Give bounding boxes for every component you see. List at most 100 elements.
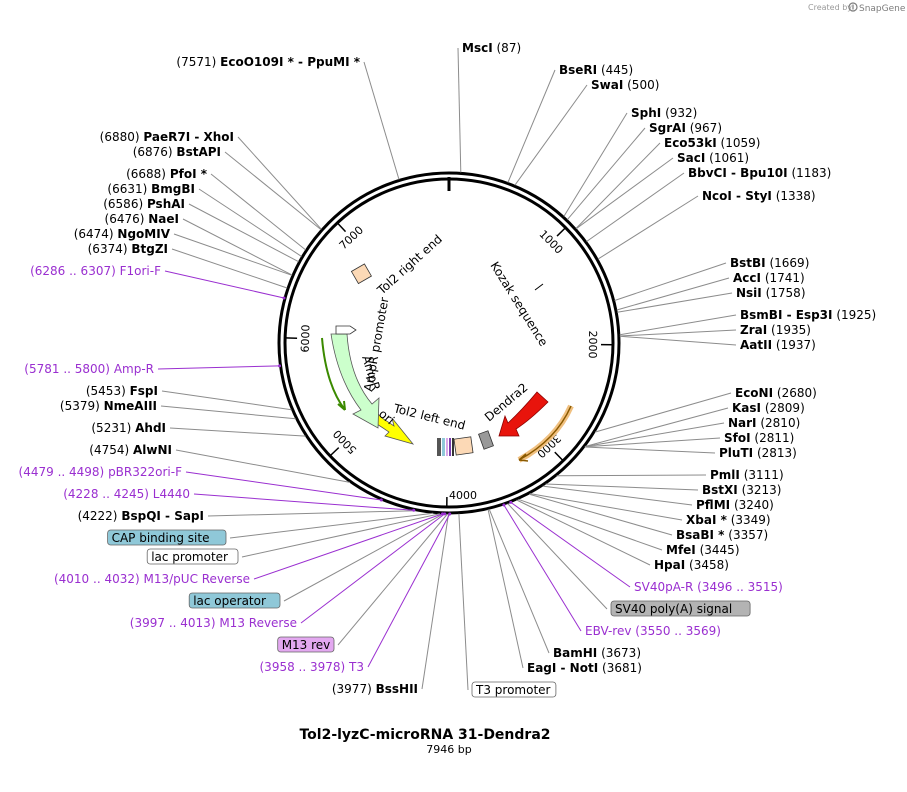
ampr-arrow[interactable] — [330, 333, 380, 429]
site-name: SwaI — [591, 78, 623, 92]
site-label-pbr322[interactable]: (4479 .. 4498) pBR322ori-F — [19, 465, 183, 479]
feature-box-sv40sig[interactable]: SV40 poly(A) signal — [610, 600, 751, 617]
leader-lines — [157, 47, 737, 691]
site-label-t3[interactable]: (3958 .. 3978) T3 — [260, 660, 365, 674]
feature-box-bg — [146, 548, 239, 565]
site-coordinate: (3240) — [734, 498, 774, 512]
site-label-f1ori[interactable]: (6286 .. 6307) F1ori-F — [30, 264, 161, 278]
leader-line-bstxi — [545, 483, 699, 491]
site-label-bstxi[interactable]: BstXI (3213) — [702, 483, 781, 497]
site-label-ahdi[interactable]: (5231) AhdI — [91, 421, 166, 435]
site-label-sgrai[interactable]: SgrAI (967) — [649, 121, 722, 135]
site-label-kasi[interactable]: KasI (2809) — [732, 401, 805, 415]
leader-line-t3 — [367, 513, 451, 668]
leader-line-bsmbi — [619, 314, 737, 336]
leader-line-bstbi — [614, 262, 727, 301]
feature-box-lacop[interactable]: lac operator — [188, 592, 281, 609]
backbone — [277, 171, 621, 515]
site-label-pluti[interactable]: PluTI (2813) — [719, 446, 797, 460]
leader-line-t3prom — [458, 513, 469, 691]
site-label-xbai[interactable]: XbaI * (3349) — [686, 513, 771, 527]
site-label-saci[interactable]: SacI (1061) — [677, 151, 749, 165]
site-coordinate: (3673) — [601, 646, 641, 660]
site-label-bbvci[interactable]: BbvCI - Bpu10I (1183) — [688, 166, 831, 180]
leader-line-msci — [457, 47, 462, 173]
site-label-eagi[interactable]: EagI - NotI (3681) — [527, 661, 642, 675]
site-label-fspi[interactable]: (5453) FspI — [86, 384, 158, 398]
site-label-paer7i[interactable]: (6880) PaeR7I - XhoI — [100, 130, 234, 144]
site-label-acci[interactable]: AccI (1741) — [733, 271, 805, 285]
feature-box-m13rev[interactable]: M13 rev — [277, 636, 335, 653]
site-label-btgzi[interactable]: (6374) BtgZI — [88, 242, 168, 256]
site-name: PaeR7I - XhoI — [143, 130, 234, 144]
site-label-mfei[interactable]: MfeI (3445) — [666, 543, 740, 557]
site-label-pmli[interactable]: PmlI (3111) — [710, 468, 784, 482]
leader-line-swai — [514, 84, 588, 186]
site-name: HpaI — [654, 558, 685, 572]
feature-box-lacprom[interactable]: lac promoter — [146, 548, 239, 565]
site-label-l4440[interactable]: (4228 .. 4245) L4440 — [63, 487, 190, 501]
site-label-zrai[interactable]: ZraI (1935) — [740, 323, 811, 337]
feature-box-t3prom[interactable]: T3 promoter — [471, 681, 557, 698]
feature-box-capsite[interactable]: CAP binding site — [107, 529, 227, 546]
site-label-bamhi[interactable]: BamHI (3673) — [553, 646, 641, 660]
site-label-nsii[interactable]: NsiI (1758) — [736, 286, 806, 300]
site-name: PluTI — [719, 446, 753, 460]
dendra2-arrow[interactable] — [498, 391, 549, 437]
feature-box-label: lac operator — [193, 594, 266, 608]
leader-line-capsite — [229, 512, 434, 539]
site-label-sfoi[interactable]: SfoI (2811) — [724, 431, 794, 445]
leader-line-sphi — [563, 112, 628, 217]
leader-line-bbvci — [586, 172, 685, 242]
feature-box-label: M13 rev — [282, 638, 331, 652]
site-label-hpai[interactable]: HpaI (3458) — [654, 558, 729, 572]
site-label-msci[interactable]: MscI (87) — [462, 41, 521, 55]
site-coordinate: (1669) — [769, 256, 809, 270]
site-label-bsshii[interactable]: (3977) BssHII — [332, 682, 418, 696]
site-label-alwni[interactable]: (4754) AlwNI — [89, 443, 172, 457]
leader-line-saci — [575, 157, 674, 230]
leader-line-lacprom — [241, 513, 441, 558]
site-coordinate: (2809) — [765, 401, 805, 415]
site-label-aatii[interactable]: AatII (1937) — [740, 338, 816, 352]
site-label-sphi[interactable]: SphI (932) — [631, 106, 697, 120]
site-label-m13puc[interactable]: (4010 .. 4032) M13/pUC Reverse — [54, 572, 250, 586]
site-name: BmgBI — [151, 182, 195, 196]
site-label-eco0109i[interactable]: (7571) EcoO109I * - PpuMI * — [176, 55, 360, 69]
site-label-nmeaiii[interactable]: (5379) NmeAIII — [60, 399, 157, 413]
site-label-bseri[interactable]: BseRI (445) — [559, 63, 633, 77]
site-label-ampr[interactable]: (5781 .. 5800) Amp-R — [24, 362, 154, 376]
site-label-pshai[interactable]: (6586) PshAI — [103, 197, 185, 211]
primer-marker-m13puc — [441, 512, 444, 516]
leader-line-nari — [584, 422, 725, 448]
site-labels: MscI (87) BseRI (445)SwaI (500) SphI (932)… — [19, 41, 876, 698]
site-name: PshAI — [147, 197, 185, 211]
site-name: MfeI — [666, 543, 696, 557]
site-label-nari[interactable]: NarI (2810) — [728, 416, 800, 430]
site-label-pflmi[interactable]: PflMI (3240) — [696, 498, 774, 512]
feature-box-label: T3 promoter — [475, 683, 551, 697]
site-label-ngomiv[interactable]: (6474) NgoMIV — [74, 227, 171, 241]
site-label-ncoi[interactable]: NcoI - StyI (1338) — [702, 189, 816, 203]
site-label-bsabi[interactable]: BsaBI * (3357) — [676, 528, 768, 542]
site-coordinate: (3550 .. 3569) — [635, 624, 721, 638]
site-label-sv40pa[interactable]: SV40pA-R (3496 .. 3515) — [634, 580, 783, 594]
site-label-pfoi[interactable]: (6688) PfoI * — [126, 167, 208, 181]
site-label-bspqi[interactable]: (4222) BspQI - SapI — [78, 509, 204, 523]
site-coordinate: (500) — [627, 78, 659, 92]
site-name: ZraI — [740, 323, 767, 337]
site-label-swai[interactable]: SwaI (500) — [591, 78, 659, 92]
site-label-m13reverse[interactable]: (3997 .. 4013) M13 Reverse — [130, 616, 297, 630]
site-label-naei[interactable]: (6476) NaeI — [105, 212, 179, 226]
site-label-econi[interactable]: EcoNI (2680) — [735, 386, 817, 400]
site-coordinate: (4228 .. 4245) — [63, 487, 149, 501]
site-label-bstapi[interactable]: (6876) BstAPI — [133, 145, 221, 159]
site-label-ebvrev[interactable]: EBV-rev (3550 .. 3569) — [585, 624, 721, 638]
site-label-eco53ki[interactable]: Eco53kI (1059) — [664, 136, 760, 150]
site-label-bstbi[interactable]: BstBI (1669) — [730, 256, 809, 270]
site-label-bmgbi[interactable]: (6631) BmgBI — [107, 182, 195, 196]
site-name: BamHI — [553, 646, 597, 660]
leader-line-pbr322 — [185, 471, 382, 501]
site-name: Amp-R — [114, 362, 154, 376]
site-label-bsmbi[interactable]: BsmBI - Esp3I (1925) — [740, 308, 876, 322]
